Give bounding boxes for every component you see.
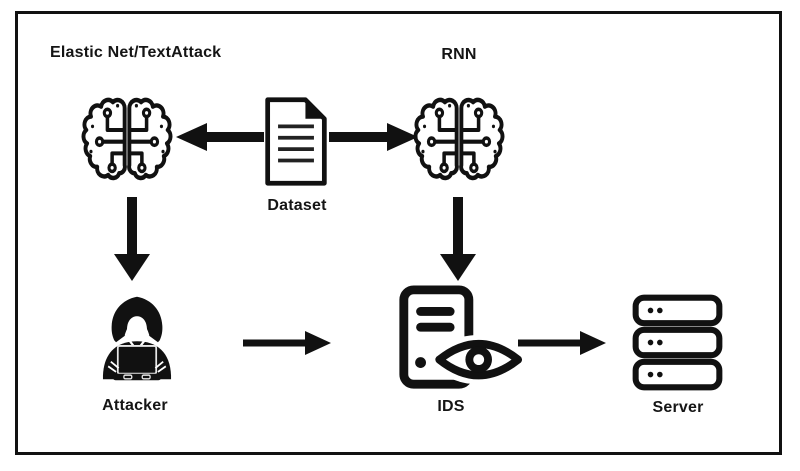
arrow-attacker-to-ids — [243, 331, 331, 355]
label-elastic-net: Elastic Net/TextAttack — [50, 44, 222, 61]
computer-tower-eye-icon — [399, 285, 523, 389]
document-icon — [265, 97, 327, 186]
server-rack-icon — [632, 294, 723, 391]
label-ids: IDS — [437, 398, 465, 415]
label-server: Server — [652, 399, 704, 416]
brain-circuit-icon — [412, 94, 506, 184]
brain-circuit-icon — [80, 94, 174, 184]
arrow-ids-to-server — [518, 331, 606, 355]
arrow-elastic-net-to-attacker — [114, 197, 150, 281]
label-rnn: RNN — [441, 46, 477, 63]
label-attacker: Attacker — [102, 397, 168, 414]
hooded-hacker-icon — [102, 296, 172, 381]
arrow-rnn-to-ids — [440, 197, 476, 281]
arrow-dataset-to-elastic-net — [176, 123, 264, 151]
arrow-dataset-to-rnn — [329, 123, 418, 151]
label-dataset: Dataset — [267, 197, 327, 214]
